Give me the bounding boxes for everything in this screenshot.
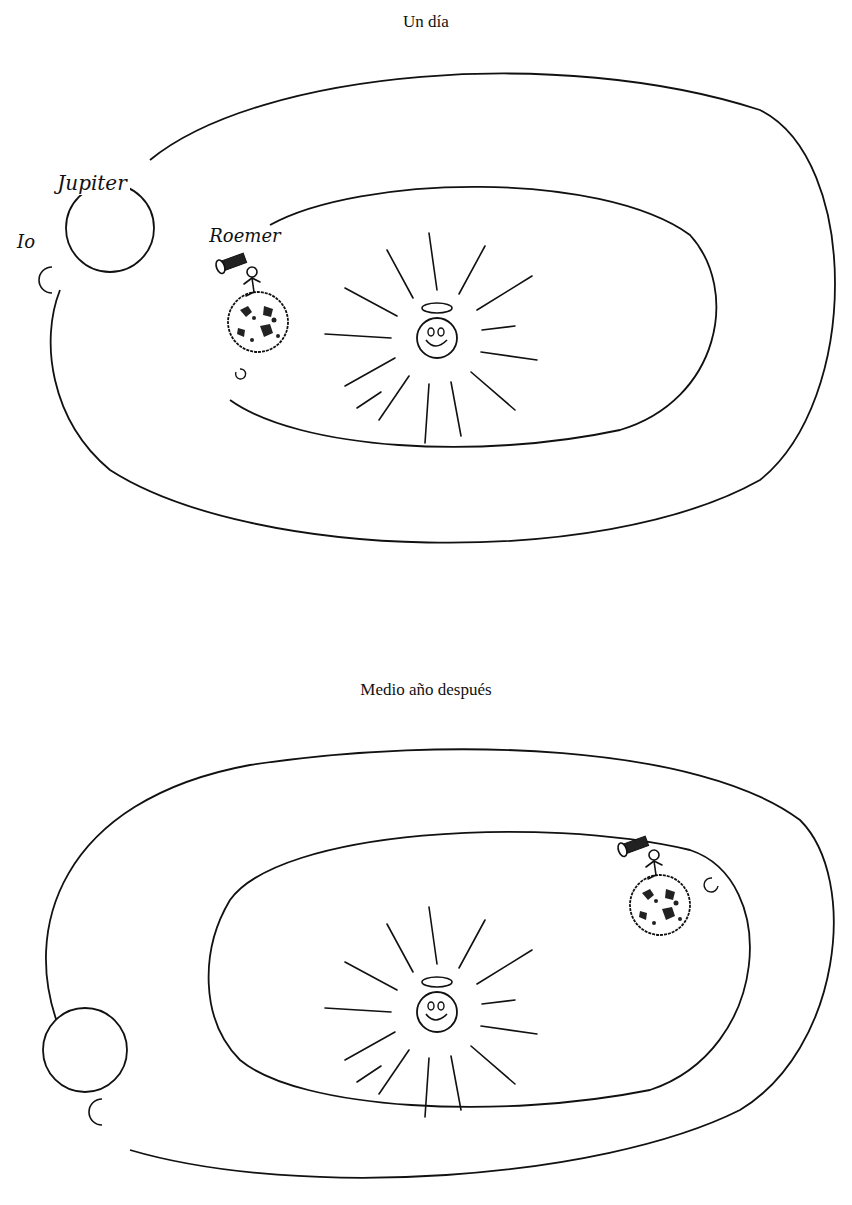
earth-orbit <box>230 187 716 447</box>
earth-moon <box>704 878 718 892</box>
panel-heading: Medio año después <box>357 680 494 700</box>
orbit-panel-top <box>39 74 835 543</box>
moon-label: Io <box>14 232 38 253</box>
jupiter-planet <box>66 184 154 272</box>
sun <box>325 233 537 443</box>
panel-heading: Un día <box>400 12 452 32</box>
planet-label: Jupiter <box>54 172 130 195</box>
io-moon <box>89 1099 102 1125</box>
orbit-panel-bottom <box>43 749 834 1178</box>
jupiter-orbit <box>51 74 835 543</box>
earth-moon <box>236 369 246 379</box>
earth-with-observer <box>616 834 690 935</box>
jupiter-orbit <box>46 749 834 1178</box>
observer-label: Roemer <box>206 226 283 247</box>
jupiter-planet <box>43 1008 127 1092</box>
earth-with-observer <box>214 251 288 352</box>
io-moon <box>39 267 52 293</box>
sun <box>325 907 537 1117</box>
earth-orbit <box>209 832 750 1107</box>
